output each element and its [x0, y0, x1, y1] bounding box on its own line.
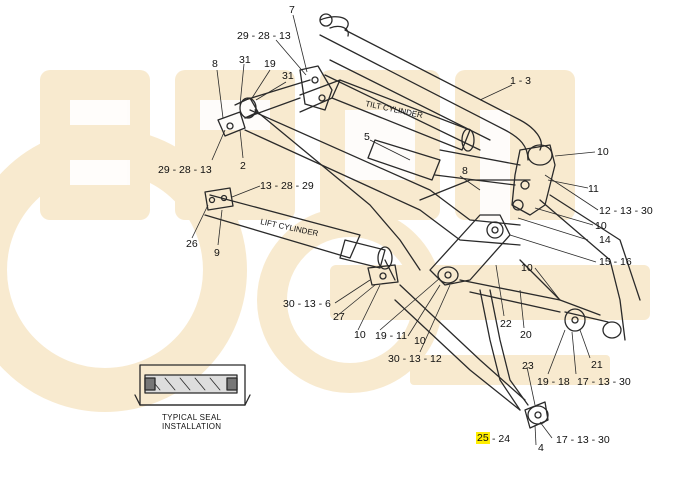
callout-30-13-12: 30 - 13 - 12: [388, 353, 442, 365]
callout-8-mid: 8: [462, 165, 468, 177]
callout-14: 14: [599, 234, 611, 246]
callout-29-28-13-bot: 29 - 28 - 13: [158, 164, 212, 176]
callout-25-highlighted: 25: [476, 432, 490, 444]
callout-5: 5: [364, 131, 370, 143]
callout-30-13-6: 30 - 13 - 6: [283, 298, 331, 310]
callout-10-center: 10: [414, 335, 426, 347]
callout-2: 2: [240, 160, 246, 172]
callout-10-low: 10: [354, 329, 366, 341]
callout-20: 20: [520, 329, 532, 341]
lift-cylinder-label: LIFT CYLINDER: [260, 217, 320, 238]
callout-10-right-mid: 10: [595, 220, 607, 232]
callout-8-left: 8: [212, 58, 218, 70]
callout-17-13-30-b: 17 - 13 - 30: [556, 434, 610, 446]
callout-11: 11: [588, 183, 599, 195]
callout-24: - 24: [492, 433, 511, 445]
callout-7: 7: [289, 4, 295, 16]
callout-19-top: 19: [264, 58, 276, 70]
callout-17-13-30-a: 17 - 13 - 30: [577, 376, 631, 388]
seal-detail-icon: [134, 364, 251, 406]
callout-31-b: 31: [282, 70, 294, 82]
callout-4: 4: [538, 442, 544, 454]
callout-27: 27: [333, 311, 345, 323]
seal-note: TYPICAL SEAL INSTALLATION: [162, 413, 221, 431]
callout-13-28-29: 13 - 28 - 29: [260, 180, 314, 192]
callout-19-11: 19 - 11: [375, 330, 407, 342]
callout-10-right-top: 10: [597, 146, 609, 158]
seal-note-line1: TYPICAL SEAL: [162, 413, 222, 422]
callout-21: 21: [591, 359, 603, 371]
callout-10-mid: 10: [521, 262, 533, 274]
callout-19-18: 19 - 18: [537, 376, 570, 388]
callout-15-16: 15 - 16: [599, 256, 632, 268]
callout-22: 22: [500, 318, 512, 330]
callout-23: 23: [522, 360, 534, 372]
callout-29-28-13-top: 29 - 28 - 13: [237, 30, 291, 42]
seal-note-line2: INSTALLATION: [162, 422, 222, 431]
callout-26: 26: [186, 238, 198, 250]
callout-12-13-30: 12 - 13 - 30: [599, 205, 653, 217]
callout-9: 9: [214, 247, 220, 259]
callout-31-a: 31: [239, 54, 251, 66]
callout-1-3: 1 - 3: [510, 75, 532, 87]
